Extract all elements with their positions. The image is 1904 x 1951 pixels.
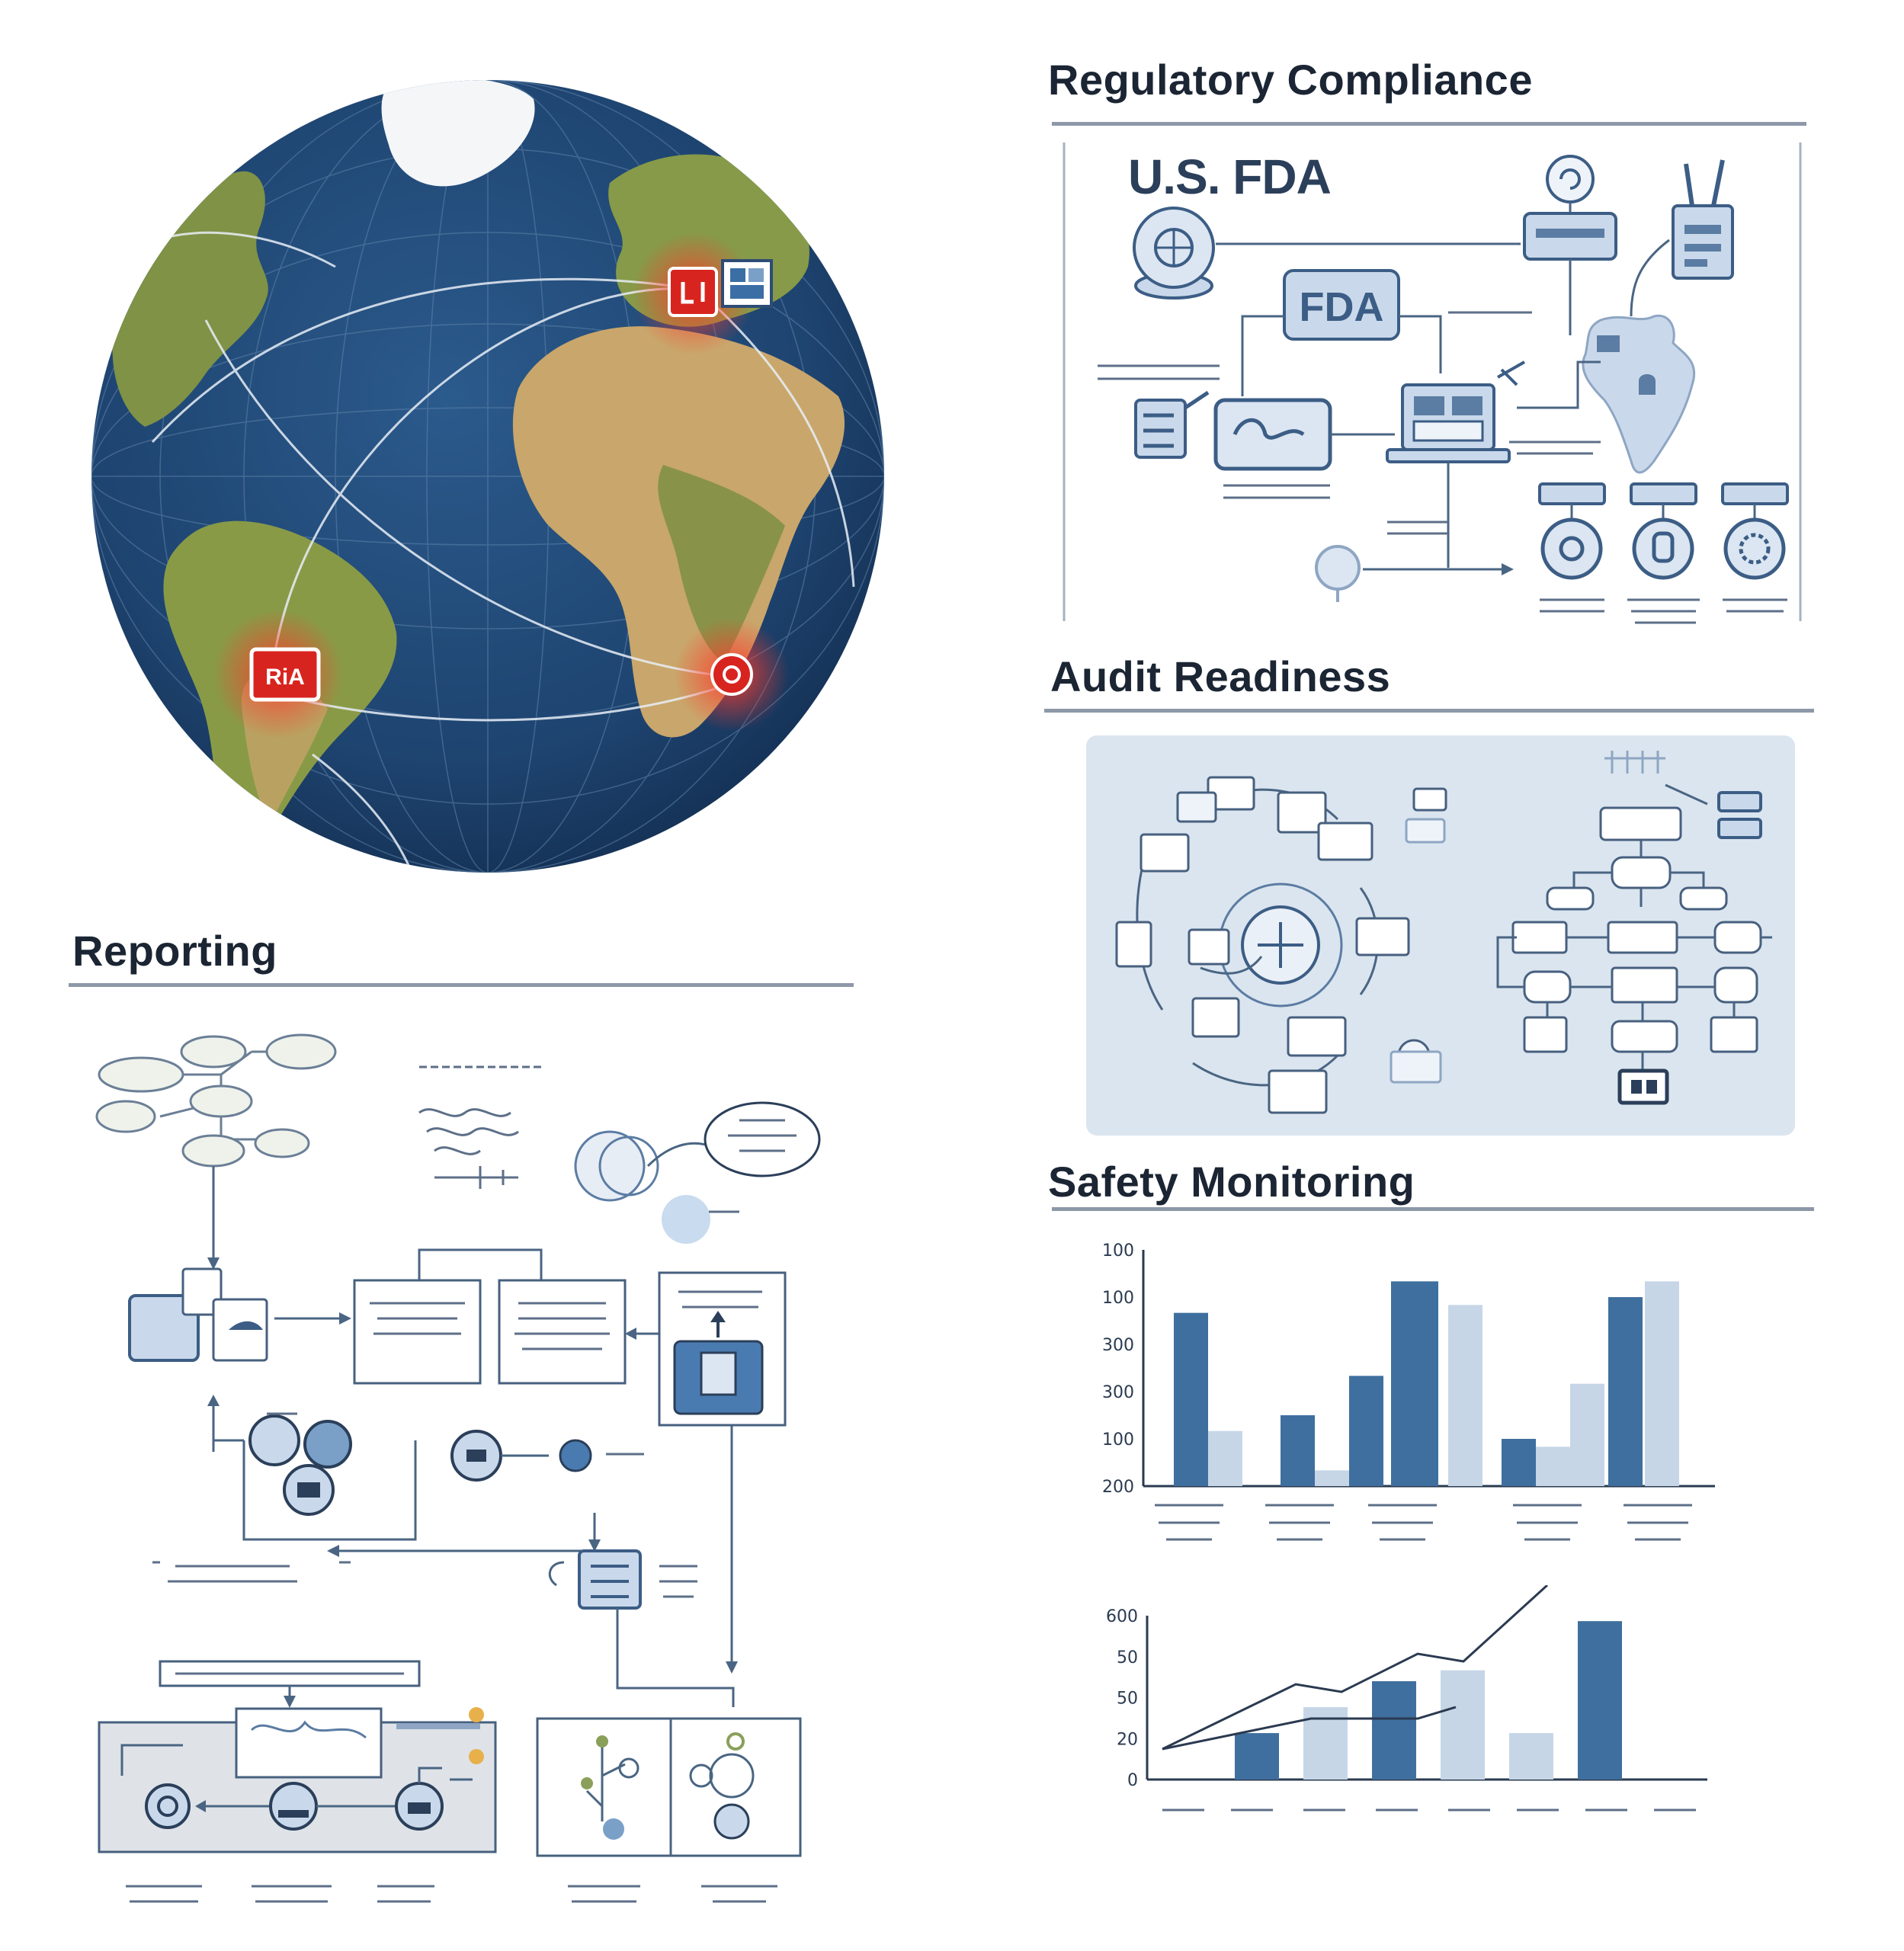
y-tick-label: 200: [1102, 1478, 1134, 1497]
rule-reporting: [69, 983, 854, 987]
audit-diagram: [1086, 735, 1795, 1136]
bar: [1578, 1621, 1622, 1780]
route-arc: [204, 319, 748, 680]
process-box-2: [498, 1279, 627, 1385]
heading-reporting: Reporting: [72, 927, 277, 975]
bar-light: [1315, 1470, 1349, 1486]
svg-text:RiA: RiA: [265, 665, 305, 690]
audit-tree-right: [1496, 751, 1772, 1105]
safety-bar-chart-1: 100 100 300 300 100 200: [1102, 1241, 1715, 1541]
analytics-icon-cluster: [248, 1414, 352, 1516]
cabinet-icon: [658, 1271, 787, 1427]
regulatory-diagram: FDA: [1063, 143, 1802, 624]
route-arc: [151, 277, 698, 444]
y-tick-label: 300: [1102, 1383, 1134, 1402]
route-arc: [273, 287, 698, 656]
bar: [1235, 1733, 1279, 1780]
document-stack-icon: [128, 1267, 268, 1362]
y-tick-label: 0: [1127, 1771, 1138, 1790]
fda-badge-icon: FDA: [1283, 269, 1400, 341]
card-icon: [1134, 390, 1210, 459]
y-tick-label: 600: [1106, 1607, 1138, 1626]
bar-dark: [1281, 1415, 1315, 1486]
bar-dark: [1391, 1281, 1438, 1486]
heading-safety-monitoring: Safety Monitoring: [1048, 1158, 1415, 1206]
x-category-label: [1265, 1504, 1334, 1541]
x-category-label: [1624, 1504, 1692, 1541]
status-node-1: [1538, 482, 1606, 580]
network-globe-icon: [689, 1732, 755, 1840]
mind-map: [95, 1033, 337, 1168]
continent-north-america: [112, 171, 268, 427]
audit-cycle-left: [1115, 776, 1447, 1114]
y-tick-label: 300: [1102, 1336, 1134, 1355]
bar-dark: [1608, 1297, 1643, 1486]
signal-icon: [418, 1065, 541, 1189]
data-icon: [450, 1430, 502, 1482]
process-box-1: [353, 1279, 482, 1385]
bar-light: [1645, 1281, 1679, 1486]
globe-icon: [1133, 207, 1215, 300]
x-category-label: [1513, 1504, 1582, 1541]
agency-label: U.S. FDA: [1128, 149, 1332, 204]
bar-dark: [1174, 1312, 1208, 1486]
venn-icon: [574, 1101, 821, 1244]
continent-greenland: [381, 80, 535, 187]
bar-light: [1570, 1383, 1604, 1486]
gauge-icon-3: [395, 1782, 444, 1831]
clipboard-icon: [1672, 159, 1734, 280]
globe-illustration: RiA: [91, 80, 884, 873]
y-tick-label: 100: [1102, 1241, 1134, 1261]
trend-line-lower: [1162, 1706, 1457, 1751]
route-arc: [312, 753, 421, 873]
location-pin-icon: [1315, 545, 1361, 602]
bar-dark: [1349, 1376, 1383, 1486]
rule-audit: [1044, 709, 1814, 713]
y-tick-label: 50: [1117, 1690, 1138, 1709]
refresh-device-icon: [1523, 155, 1617, 261]
rule-regulatory: [1052, 122, 1806, 126]
marker-south-africa: [710, 653, 753, 696]
x-category-label: [1368, 1504, 1437, 1541]
india-map-icon: [1582, 314, 1696, 474]
rule-safety: [1052, 1207, 1814, 1211]
bar-light: [1448, 1305, 1482, 1486]
reporting-diagram: [95, 1033, 821, 1903]
marker-europe: [668, 267, 718, 317]
heading-audit-readiness: Audit Readiness: [1050, 652, 1391, 700]
status-node-3: [1721, 482, 1789, 580]
bar: [1509, 1733, 1553, 1780]
x-category-label: [1155, 1504, 1223, 1541]
status-node-2: [1630, 482, 1697, 580]
y-tick-label: 100: [1102, 1289, 1134, 1308]
gauge-icon-2: [269, 1782, 318, 1831]
laptop-icon: [1386, 360, 1525, 463]
trend-line-upper: [1162, 1585, 1549, 1751]
svg-text:FDA: FDA: [1300, 284, 1384, 330]
y-tick-label: 50: [1117, 1648, 1138, 1667]
growth-plant-icon: [581, 1735, 639, 1840]
bar-light: [1208, 1430, 1242, 1486]
y-tick-label: 100: [1102, 1430, 1134, 1450]
marker-south-america: RiA: [249, 647, 321, 702]
tablet-icon: [1213, 398, 1332, 471]
bar-dark: [1502, 1439, 1536, 1486]
bar-light: [1536, 1446, 1570, 1486]
y-tick-label: 20: [1117, 1730, 1138, 1749]
heading-regulatory-compliance: Regulatory Compliance: [1048, 56, 1533, 104]
safety-bar-chart-2: 600 50 50 20 0: [1106, 1585, 1707, 1812]
mood-icon: [559, 1439, 644, 1472]
bar: [1441, 1670, 1485, 1780]
gauge-icon-1: [145, 1783, 191, 1829]
bar: [1372, 1681, 1416, 1780]
report-tablet-icon: [548, 1549, 697, 1610]
marker-europe-secondary: [721, 259, 773, 308]
